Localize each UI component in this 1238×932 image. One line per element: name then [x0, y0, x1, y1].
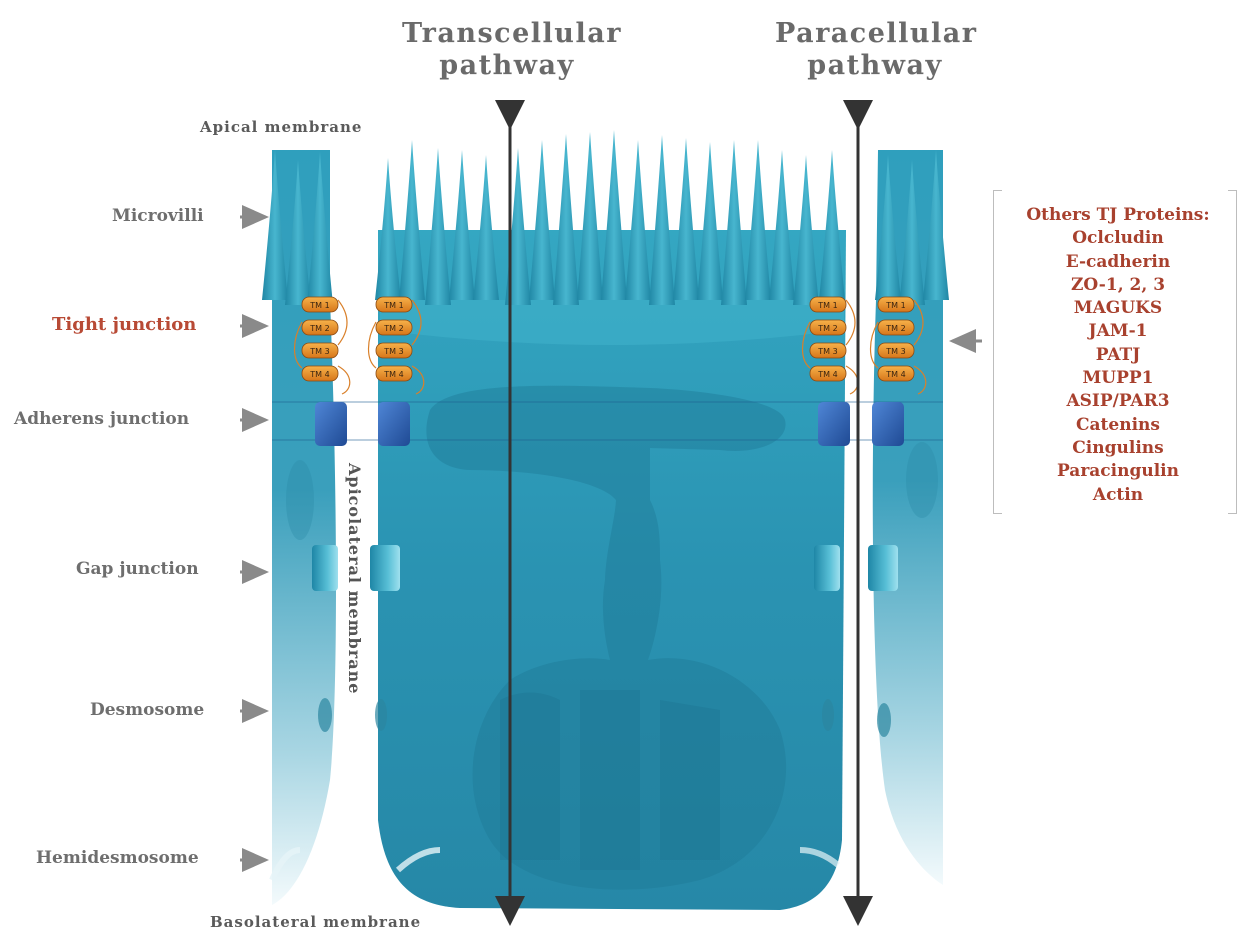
protein-item: JAM-1 [1000, 320, 1236, 343]
microvillus [553, 134, 579, 305]
protein-item: Catenins [1000, 414, 1236, 437]
protein-item: Cingulins [1000, 437, 1236, 460]
microvillus [399, 140, 425, 300]
microvillus [577, 132, 603, 300]
protein-item: Oclcludin [1000, 227, 1236, 250]
tm-label: TM 1 [309, 301, 329, 310]
tm-label: TM 1 [817, 301, 837, 310]
microvillus [425, 148, 451, 305]
microvillus [601, 130, 627, 300]
protein-item: ASIP/PAR3 [1000, 390, 1236, 413]
tm-label: TM 3 [885, 347, 905, 356]
microvillus [721, 140, 747, 305]
other-tj-proteins-header: Others TJ Proteins: [1000, 204, 1236, 227]
microvilli [262, 130, 949, 305]
tm-label: TM 2 [885, 324, 905, 333]
center-cell [375, 230, 846, 910]
microvillus [697, 142, 723, 300]
tm-label: TM 3 [383, 347, 403, 356]
microvillus [819, 150, 845, 300]
tm-label: TM 4 [383, 370, 403, 379]
protein-item: ZO-1, 2, 3 [1000, 274, 1236, 297]
tm-label: TM 4 [817, 370, 837, 379]
microvillus [649, 135, 675, 305]
tm-label: TM 2 [309, 324, 329, 333]
desmosome-label: Desmosome [90, 700, 204, 720]
microvilli-label: Microvilli [112, 206, 204, 226]
protein-item: PATJ [1000, 344, 1236, 367]
apicolateral-membrane-label: Apicolateral membrane [345, 463, 364, 694]
microvillus [449, 150, 475, 300]
tight-junction-label: Tight junction [52, 314, 196, 335]
microvillus [529, 140, 555, 300]
hemidesmosome-label: Hemidesmosome [36, 848, 199, 868]
microvillus [375, 158, 401, 300]
tm-label: TM 1 [885, 301, 905, 310]
microvillus [745, 140, 771, 300]
adherens-junction-label: Adherens junction [14, 409, 189, 429]
protein-item: MAGUKS [1000, 297, 1236, 320]
tm-label: TM 3 [309, 347, 329, 356]
microvillus [625, 140, 651, 300]
tm-label: TM 1 [383, 301, 403, 310]
protein-item: E-cadherin [1000, 251, 1236, 274]
protein-item: Paracingulin [1000, 460, 1236, 483]
tm-label: TM 4 [885, 370, 905, 379]
transcellular-pathway-title: Transcellular pathway [402, 18, 612, 82]
tm-label: TM 3 [817, 347, 837, 356]
microvillus [673, 138, 699, 300]
gap-junction-label: Gap junction [76, 559, 199, 579]
paracellular-pathway-title: Paracellular pathway [775, 18, 975, 82]
microvillus [473, 155, 499, 300]
microvillus [769, 150, 795, 300]
tm-label: TM 4 [309, 370, 329, 379]
apical-membrane-label: Apical membrane [200, 118, 362, 136]
tm-label: TM 2 [383, 324, 403, 333]
protein-item: MUPP1 [1000, 367, 1236, 390]
basolateral-membrane-label: Basolateral membrane [210, 913, 421, 931]
tm-label: TM 2 [817, 324, 837, 333]
protein-item: Actin [1000, 484, 1236, 507]
